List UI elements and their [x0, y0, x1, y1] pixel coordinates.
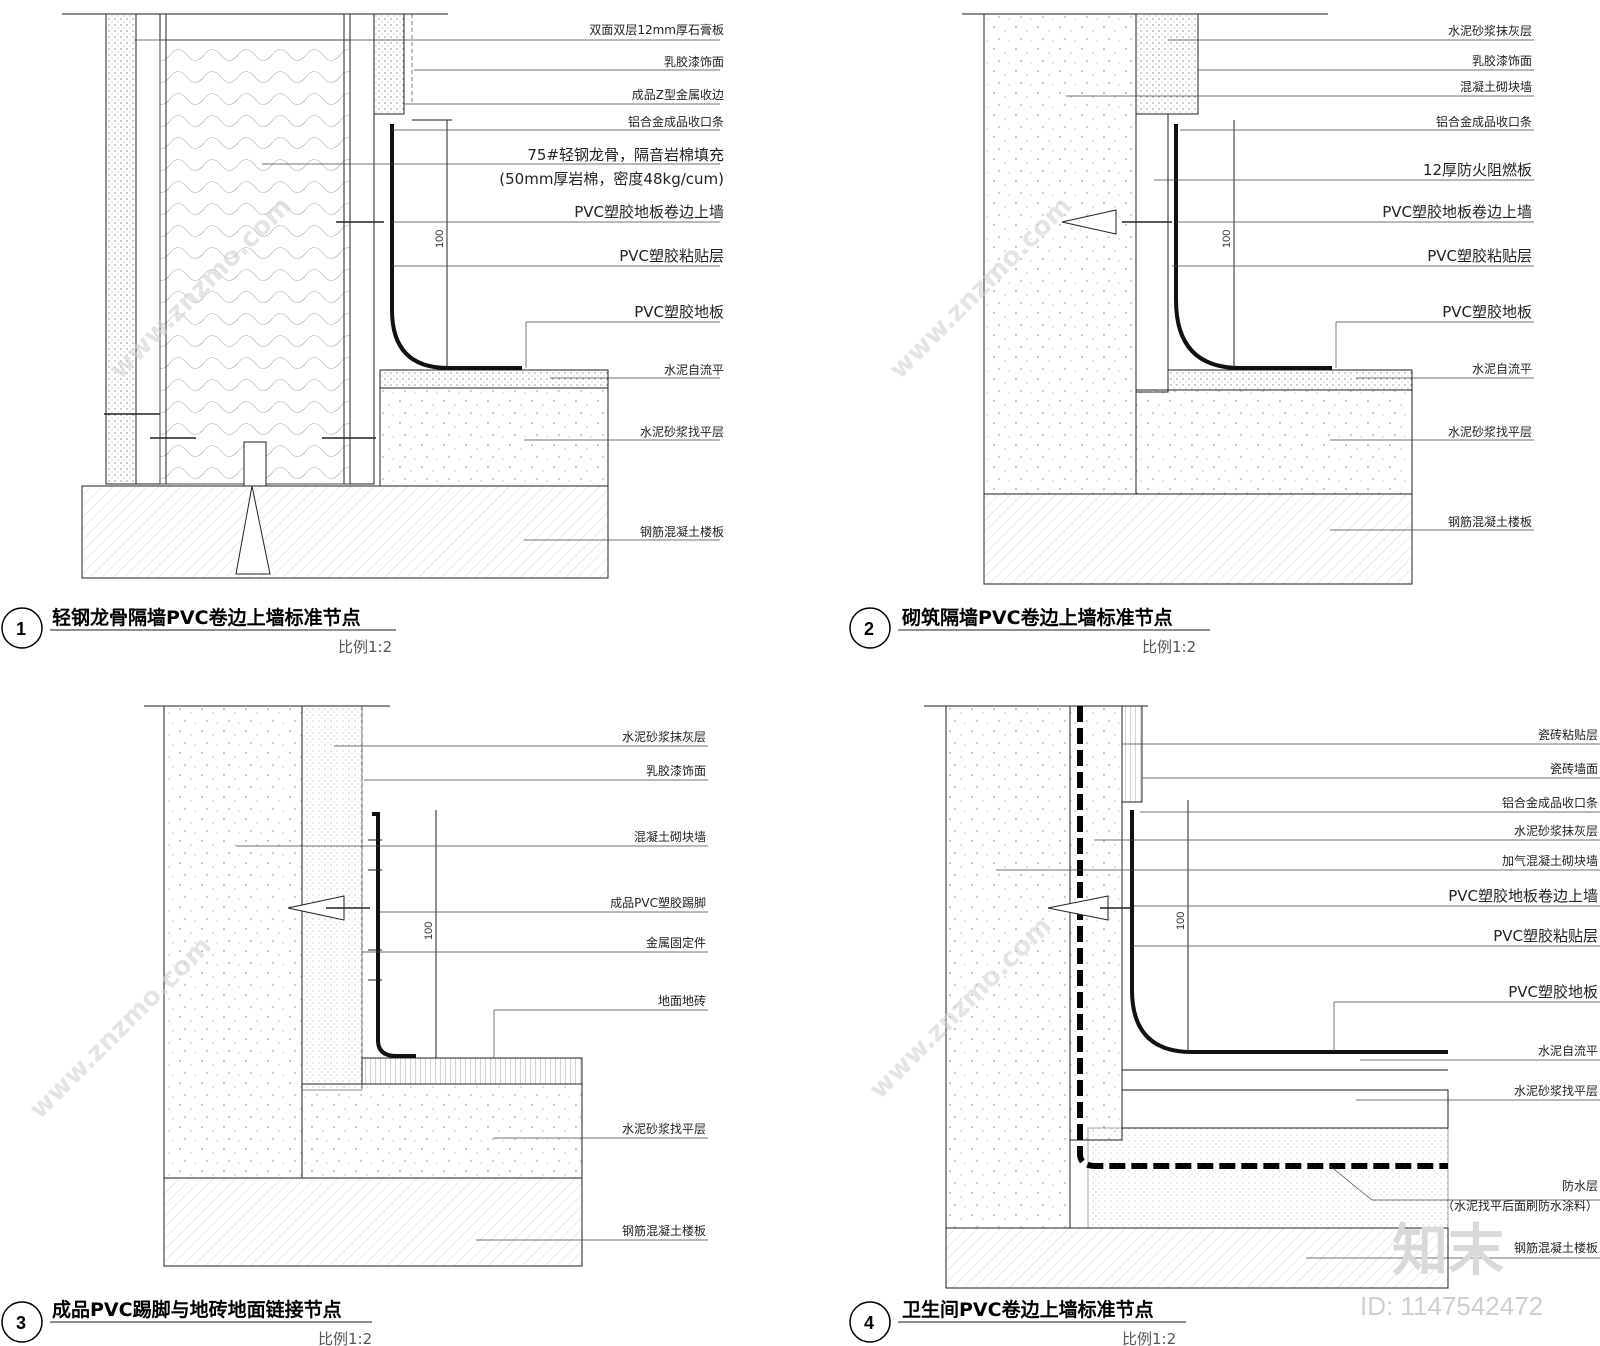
callout-label: PVC塑胶粘贴层 — [1427, 247, 1532, 265]
callout-label: PVC塑胶地板 — [1442, 303, 1532, 321]
detail-number: 4 — [864, 1313, 874, 1333]
detail-title: 砌筑隔墙PVC卷边上墙标准节点 — [901, 606, 1173, 629]
dimension-label: 100 — [434, 230, 446, 248]
callout-label: PVC塑胶地板卷边上墙 — [1448, 887, 1598, 905]
callout-label: PVC塑胶粘贴层 — [1493, 927, 1598, 945]
callout-label: PVC塑胶地板卷边上墙 — [574, 203, 724, 221]
callout-label: PVC塑胶粘贴层 — [619, 247, 724, 265]
callout-label: 水泥砂浆找平层 — [640, 424, 724, 439]
callout-label: 12厚防火阻燃板 — [1423, 161, 1532, 179]
callout-label: 铝合金成品收口条 — [628, 114, 724, 129]
callout-label: 加气混凝土砌块墙 — [1502, 853, 1598, 868]
callout-label: 水泥自流平 — [1538, 1044, 1598, 1058]
detail-number: 1 — [16, 619, 26, 639]
callout-label: 防水层 — [1562, 1178, 1598, 1193]
detail-2-labels: 水泥砂浆抹灰层 乳胶漆饰面 混凝土砌块墙 铝合金成品收口条 12厚防火阻燃板 P… — [1382, 23, 1532, 529]
callout-label: 水泥砂浆抹灰层 — [1514, 823, 1598, 838]
callout-label: 金属固定件 — [646, 935, 706, 950]
callout-label: 钢筋混凝土楼板 — [1448, 514, 1532, 529]
callout-label: 水泥砂浆找平层 — [622, 1121, 706, 1136]
callout-label: 瓷砖粘贴层 — [1538, 727, 1598, 742]
callout-label: PVC塑胶地板 — [634, 303, 724, 321]
callout-label: 水泥自流平 — [1472, 362, 1532, 376]
callout-label: 钢筋混凝土楼板 — [1514, 1240, 1598, 1255]
detail-title: 成品PVC踢脚与地砖地面链接节点 — [52, 1298, 342, 1321]
callout-label: (50mm厚岩棉，密度48kg/cum) — [499, 170, 724, 188]
callout-label: 地面地砖 — [658, 993, 706, 1008]
callout-label: 乳胶漆饰面 — [1472, 53, 1532, 68]
detail-4: 100 4 卫生间PVC卷边上墙标准节点 比例1:2 — [849, 705, 1600, 1346]
watermark-brand: 知末 — [1392, 1219, 1504, 1284]
detail-number: 3 — [16, 1313, 26, 1333]
detail-1: 100 1 轻钢龙骨隔墙PVC卷边上墙标准节点 比例1:2 — [1, 13, 720, 656]
detail-2: 100 2 砌筑隔墙PVC卷边上墙标准节点 比例1:2 — [849, 13, 1534, 656]
callout-label: 钢筋混凝土楼板 — [640, 524, 724, 539]
callout-label: 水泥砂浆找平层 — [1514, 1083, 1598, 1098]
detail-scale: 比例1:2 — [318, 1330, 372, 1346]
callout-label: PVC塑胶地板 — [1508, 983, 1598, 1001]
detail-scale: 比例1:2 — [338, 638, 392, 656]
callout-label: PVC塑胶地板卷边上墙 — [1382, 203, 1532, 221]
callout-label: 水泥砂浆抹灰层 — [622, 729, 706, 744]
callout-label: 瓷砖墙面 — [1550, 761, 1598, 776]
callout-label: 水泥砂浆抹灰层 — [1448, 23, 1532, 38]
detail-number: 2 — [864, 619, 874, 639]
callout-label: 水泥自流平 — [664, 363, 724, 377]
detail-3-labels: 水泥砂浆抹灰层 乳胶漆饰面 混凝土砌块墙 成品PVC塑胶踢脚 金属固定件 地面地… — [610, 729, 706, 1238]
dimension-label: 100 — [1175, 912, 1187, 930]
watermark-id: ID: 1147542472 — [1360, 1291, 1543, 1321]
callout-label: 成品Z型金属收边 — [632, 87, 724, 102]
callout-label: 铝合金成品收口条 — [1436, 114, 1532, 129]
callout-label: 75#轻钢龙骨，隔音岩棉填充 — [527, 146, 724, 164]
anchor-bolt — [235, 441, 271, 575]
detail-scale: 比例1:2 — [1142, 638, 1196, 656]
dimension-label: 100 — [423, 922, 435, 940]
callout-label: 混凝土砌块墙 — [1460, 79, 1532, 94]
detail-title: 轻钢龙骨隔墙PVC卷边上墙标准节点 — [52, 606, 361, 629]
callout-label: 成品PVC塑胶踢脚 — [610, 895, 706, 910]
callout-label: 混凝土砌块墙 — [634, 829, 706, 844]
detail-3: 100 3 成品PVC踢脚与地砖地面链接节点 比例1:2 — [1, 705, 708, 1346]
callout-label: （水泥找平后面刷防水涂料） — [1442, 1198, 1598, 1213]
callout-label: 乳胶漆饰面 — [664, 54, 724, 69]
callout-label: 钢筋混凝土楼板 — [622, 1223, 706, 1238]
detail-scale: 比例1:2 — [1122, 1330, 1176, 1346]
detail-title: 卫生间PVC卷边上墙标准节点 — [902, 1298, 1154, 1321]
callout-label: 双面双层12mm厚石膏板 — [589, 22, 724, 37]
callout-label: 乳胶漆饰面 — [646, 763, 706, 778]
detail-4-labels: 瓷砖粘贴层 瓷砖墙面 铝合金成品收口条 水泥砂浆抹灰层 加气混凝土砌块墙 PVC… — [1442, 727, 1598, 1255]
detail-1-labels: 双面双层12mm厚石膏板 乳胶漆饰面 成品Z型金属收边 铝合金成品收口条 75#… — [499, 22, 724, 539]
callout-label: 铝合金成品收口条 — [1502, 795, 1598, 810]
dimension-label: 100 — [1221, 230, 1233, 248]
callout-label: 水泥砂浆找平层 — [1448, 424, 1532, 439]
